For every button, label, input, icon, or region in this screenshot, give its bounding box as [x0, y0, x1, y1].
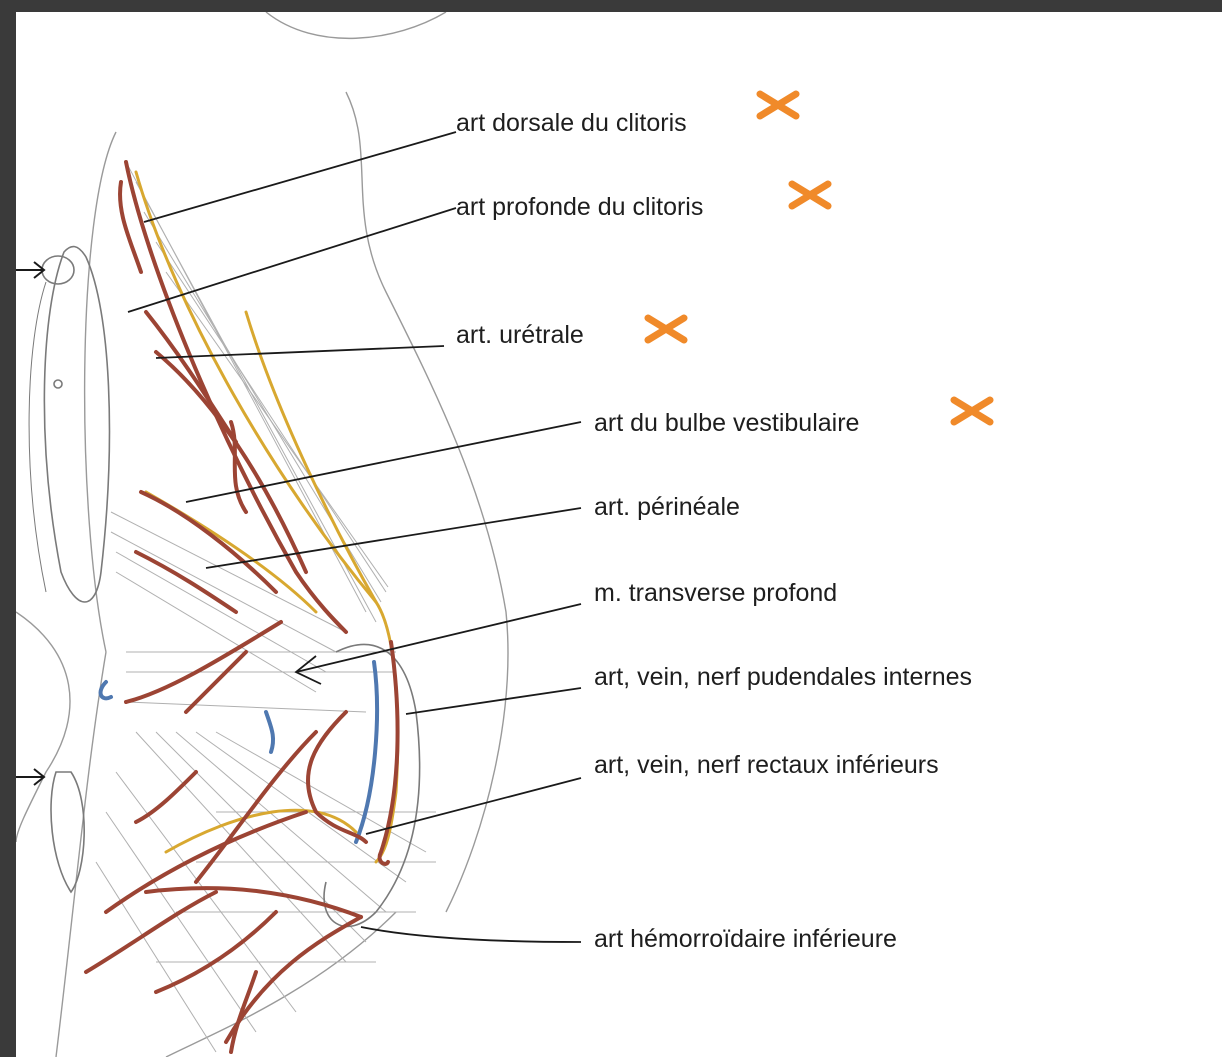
- label-art-profonde-du-clitoris: art profonde du clitoris: [456, 192, 703, 222]
- leader-uretrale: [156, 346, 444, 358]
- x-mark-icon: [950, 396, 994, 426]
- x-mark-icon: [756, 90, 800, 120]
- label-m-transverse-profond: m. transverse profond: [594, 578, 837, 608]
- leader-profonde: [128, 208, 456, 312]
- muscle-hatching: [96, 162, 436, 1052]
- leader-rectaux: [366, 778, 581, 834]
- label-art-du-bulbe-vestibulaire: art du bulbe vestibulaire: [594, 408, 859, 438]
- leader-transverse: [296, 604, 581, 672]
- leader-perineale: [206, 508, 581, 568]
- label-art-vein-nerf-rectaux-inferieurs: art, vein, nerf rectaux inférieurs: [594, 750, 939, 780]
- label-art-perineale: art. périnéale: [594, 492, 740, 522]
- leader-pudendales: [406, 688, 581, 714]
- slide: art dorsale du clitoris art profonde du …: [16, 12, 1222, 1057]
- leader-dorsale: [144, 132, 456, 222]
- vestibule-sketch: [29, 247, 109, 892]
- artery-paths: [86, 162, 398, 1052]
- leader-bulbe: [186, 422, 581, 502]
- x-mark-icon: [788, 180, 832, 210]
- label-art-vein-nerf-pudendales-internes: art, vein, nerf pudendales internes: [594, 662, 972, 692]
- label-art-uretrale: art. urétrale: [456, 320, 584, 350]
- label-art-dorsale-du-clitoris: art dorsale du clitoris: [456, 108, 687, 138]
- label-art-hemorroidaire-inferieure: art hémorroïdaire inférieure: [594, 924, 897, 954]
- leader-lines: [128, 132, 581, 942]
- x-mark-icon: [644, 314, 688, 344]
- leader-transverse-arrowhead: [296, 656, 321, 684]
- left-edge-arrows: [16, 262, 44, 785]
- perineum-anatomy-illustration: [16, 12, 1222, 1057]
- body-outline: [16, 12, 508, 1057]
- leader-hemorroidaire: [361, 927, 581, 942]
